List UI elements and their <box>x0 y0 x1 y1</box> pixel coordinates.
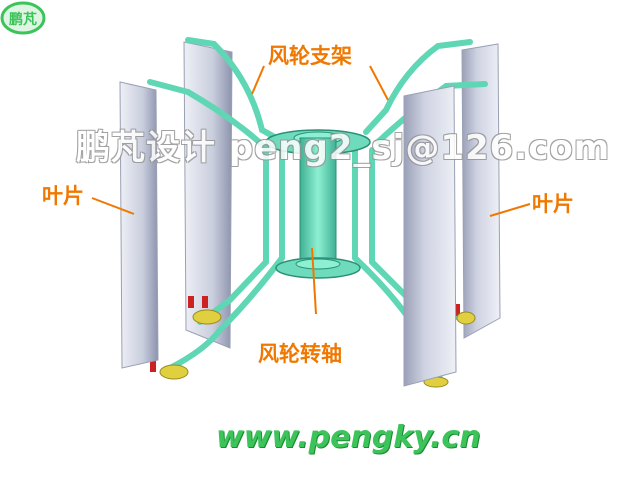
frame-label: 风轮支架 <box>268 44 352 68</box>
blade-back-right <box>461 43 501 339</box>
leader-lines <box>91 65 531 315</box>
shaft-label: 风轮转轴 <box>258 342 342 366</box>
logo-text: 鹏芃 <box>9 11 37 28</box>
blade-front-left <box>119 81 159 369</box>
blade-front-right <box>403 85 457 387</box>
website-url[interactable]: www.pengky.cn <box>216 420 481 455</box>
site-logo: 鹏芃 <box>0 1 46 35</box>
watermark: 鹏芃设计 peng2_sj@126.com <box>76 128 611 168</box>
blade-brackets <box>150 296 476 388</box>
blade-label-right: 叶片 <box>532 192 574 216</box>
blade-label-left: 叶片 <box>42 184 84 208</box>
